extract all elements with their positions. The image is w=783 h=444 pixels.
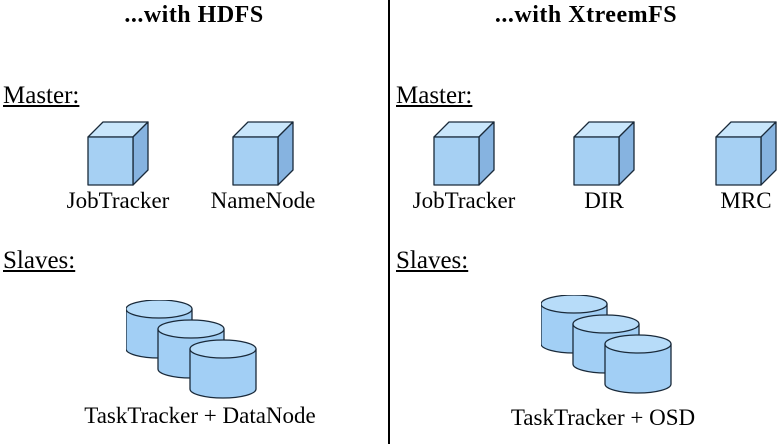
server-cube-icon — [573, 121, 635, 186]
storage-cylinder-stack-icon — [541, 295, 672, 394]
hdfs-slaves-heading: Slaves: — [3, 247, 76, 274]
server-cube-icon — [715, 121, 777, 186]
server-cube-icon — [232, 121, 294, 186]
server-cube-icon — [433, 121, 495, 186]
hdfs-panel-title: ...with HDFS — [124, 2, 264, 28]
node-label-jobtracker: JobTracker — [66, 188, 170, 213]
server-cube-icon — [87, 121, 149, 186]
xtreemfs-slaves-heading: Slaves: — [396, 247, 469, 274]
panel-divider-line — [388, 0, 390, 444]
xtreemfs-slaves-caption: TaskTracker + OSD — [510, 405, 696, 430]
xtreemfs-node-mrc: MRC — [671, 120, 783, 214]
xtreemfs-node-jobtracker: JobTracker — [389, 120, 539, 214]
hdfs-master-heading: Master: — [3, 82, 80, 109]
xtreemfs-master-heading: Master: — [396, 82, 473, 109]
node-label-mrc: MRC — [720, 188, 772, 213]
node-label-namenode: NameNode — [210, 188, 316, 213]
hdfs-node-jobtracker: JobTracker — [43, 120, 193, 214]
node-label-jobtracker: JobTracker — [412, 188, 516, 213]
xtreemfs-panel-title: ...with XtreemFS — [494, 2, 678, 28]
storage-cylinder-stack-icon — [126, 300, 257, 399]
hdfs-node-namenode: NameNode — [188, 120, 338, 214]
hdfs-slaves-caption: TaskTracker + DataNode — [84, 403, 316, 428]
xtreemfs-node-dir: DIR — [529, 120, 679, 214]
node-label-dir: DIR — [584, 188, 624, 213]
